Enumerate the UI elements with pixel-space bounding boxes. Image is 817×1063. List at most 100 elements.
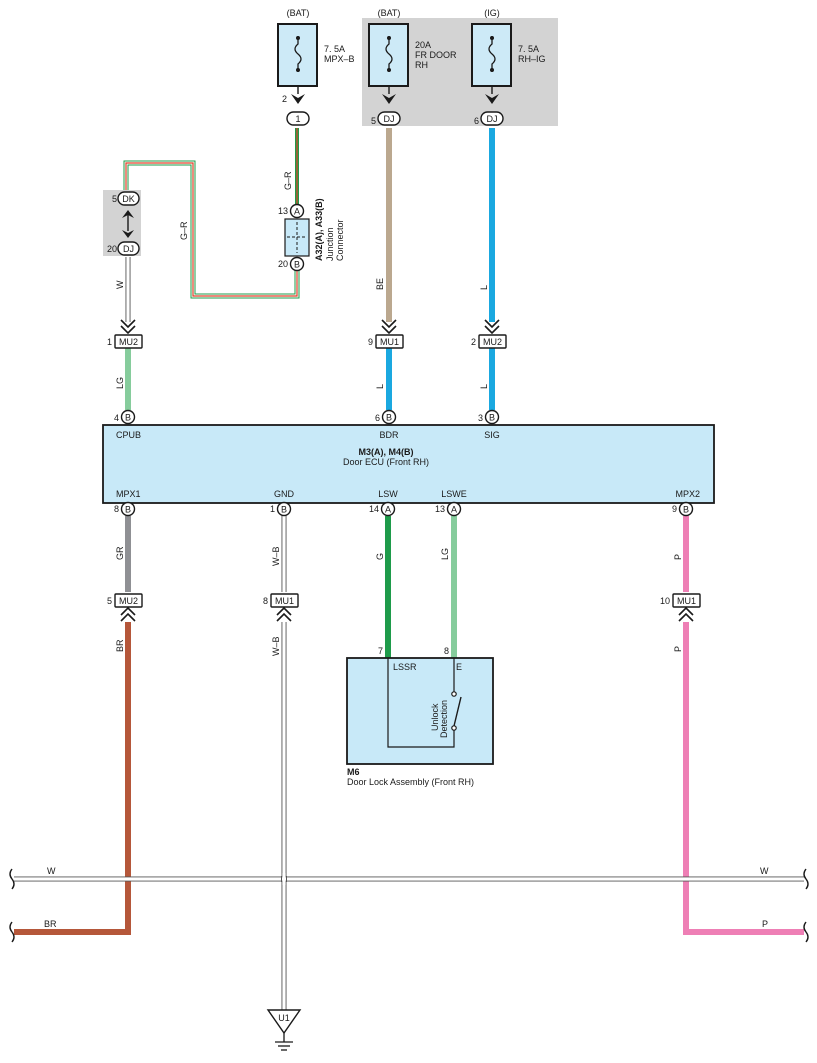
ecu-pin-sig: 3 B SIG	[478, 409, 500, 440]
fuse-rh-ig: (IG) 7. 5A RH–IG 6 DJ	[471, 8, 546, 126]
lock-body	[346, 657, 494, 765]
svg-text:MPX2: MPX2	[675, 489, 700, 499]
junction-tag-bottom: B	[294, 260, 300, 270]
ecu-pin-gnd: GND 1 B	[270, 489, 295, 517]
bus-label-br-left: BR	[44, 919, 57, 929]
arrow-down-icon	[291, 94, 305, 104]
svg-text:13: 13	[435, 504, 445, 514]
lock-name: M6	[347, 767, 360, 777]
ecu-pin-lsw: LSW 14 A	[369, 489, 398, 517]
fuse-box-3	[471, 23, 512, 87]
fuse-rating-2: 20A	[415, 40, 431, 50]
mu-connector-bot-mpx2: 10 MU1	[660, 593, 701, 622]
dk-pin: 5	[112, 194, 117, 204]
connector-1	[286, 111, 310, 126]
ecu-pin-bdr: 6 B BDR	[375, 409, 399, 440]
mu-connector-bot-mpx1: 5 MU2	[107, 593, 143, 622]
ecu-desc: Door ECU (Front RH)	[343, 457, 429, 467]
switch-label-2: Detection	[439, 700, 449, 738]
svg-text:MPX1: MPX1	[116, 489, 141, 499]
switch-label-1: Unlock	[430, 703, 440, 731]
chevron-up-icon	[678, 606, 694, 622]
arrow-down-icon	[485, 94, 499, 104]
fuse-name-2: FR DOOR	[415, 50, 457, 60]
lock-label-e: E	[456, 662, 462, 672]
wire-label-l-sig: L	[479, 384, 489, 389]
junction-pin-top: 13	[278, 206, 288, 216]
svg-text:8: 8	[114, 504, 119, 514]
fuse-icon-2	[385, 36, 393, 72]
connector-2-label: DJ	[384, 114, 395, 124]
svg-text:14: 14	[369, 504, 379, 514]
fuse-rating-3: 7. 5A	[518, 44, 539, 54]
wire-p-low	[683, 622, 804, 935]
mu-pin: 8	[263, 596, 268, 606]
junction-tag-top: A	[294, 207, 300, 217]
mu-connector-top-left: 1 MU2	[107, 319, 143, 349]
fuse-icon-1	[294, 36, 302, 72]
wire-label-w-top: W	[115, 280, 125, 289]
bus-label-w-right: W	[760, 866, 769, 876]
ecu-name: M3(A), M4(B)	[359, 447, 414, 457]
chevron-down-icon	[381, 319, 397, 335]
ecu-label-bdr: BDR	[379, 430, 399, 440]
wire-label-lg-cpub: LG	[115, 377, 125, 389]
fuse-source-1: (BAT)	[287, 8, 310, 18]
svg-text:3: 3	[478, 413, 483, 423]
junction-pin-bottom: 20	[278, 259, 288, 269]
junction-term-top	[289, 203, 305, 219]
dk-term	[117, 191, 140, 206]
wire-label-be: BE	[375, 278, 385, 290]
chevron-up-icon	[120, 606, 136, 622]
junction-connector: 13 A 20 B A32(A), A33(B) Junction Connec…	[278, 198, 345, 272]
junction-name: A32(A), A33(B)	[314, 198, 324, 261]
lock-internal-wire	[387, 658, 455, 748]
svg-text:GND: GND	[274, 489, 295, 499]
connector-3-label: DJ	[487, 114, 498, 124]
fuse-source-2: (BAT)	[378, 8, 401, 18]
wire-label-wb-low: W–B	[271, 636, 281, 656]
wire-label-br-low: BR	[115, 639, 125, 652]
dj-tag: DJ	[123, 244, 134, 254]
fuse-name-1: MPX–B	[324, 54, 355, 64]
svg-text:A: A	[385, 505, 391, 515]
arrow-down-icon	[382, 94, 396, 104]
lock-pin-lssr: 7	[378, 646, 383, 656]
door-lock-assembly: 7 8 LSSR E Unlock Detection M6 Door Lock…	[346, 646, 494, 787]
connector-2	[377, 111, 401, 126]
svg-text:LSW: LSW	[378, 489, 398, 499]
ecu-pin-cpub: 4 B CPUB	[114, 409, 141, 440]
mu-connector-bot-gnd: 8 MU1	[263, 593, 299, 622]
svg-text:B: B	[125, 413, 131, 423]
svg-text:9: 9	[672, 504, 677, 514]
svg-text:A: A	[451, 505, 457, 515]
junction-grid	[287, 222, 307, 253]
ecu-label-cpub: CPUB	[116, 430, 141, 440]
fuse-name-3: RH–IG	[518, 54, 546, 64]
mu-tag: MU2	[119, 337, 138, 347]
arrow-up-icon	[122, 210, 134, 218]
mu-tag: MU1	[275, 596, 294, 606]
lock-label-lssr: LSSR	[393, 662, 417, 672]
svg-text:B: B	[125, 505, 131, 515]
mu-pin: 1	[107, 337, 112, 347]
mu-connector-top-mid: 9 MU1	[368, 319, 404, 349]
ecu-label-sig: SIG	[484, 430, 500, 440]
dk-tag: DK	[122, 194, 135, 204]
fuse-name-2b: RH	[415, 60, 428, 70]
fuse-rating-1: 7. 5A	[324, 44, 345, 54]
fuse-pin-2: 5	[371, 116, 376, 126]
door-ecu: 4 B CPUB 6 B BDR 3 B SIG M3(A), M4(B) Do…	[102, 409, 715, 517]
mu-tag: MU1	[677, 596, 696, 606]
junction-desc-2: Connector	[335, 219, 345, 261]
wire-label-l-top: L	[479, 285, 489, 290]
svg-text:B: B	[683, 505, 689, 515]
wire-gr-loop	[123, 160, 300, 299]
arrow-down-icon	[122, 230, 134, 238]
wire-label-gr-left: G–R	[179, 221, 189, 240]
chevron-down-icon	[484, 319, 500, 335]
wire-label-lg-lswe: LG	[440, 548, 450, 560]
bus-label-w-left: W	[47, 866, 56, 876]
ground-tag: U1	[278, 1013, 290, 1023]
svg-text:6: 6	[375, 413, 380, 423]
